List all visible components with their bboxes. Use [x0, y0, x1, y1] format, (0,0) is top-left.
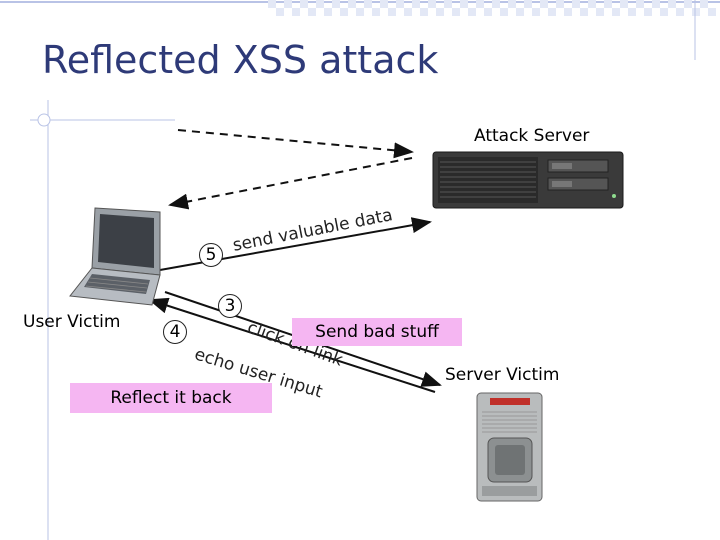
step-3-badge: 3	[218, 294, 242, 318]
attack-server-icon	[432, 151, 624, 209]
user-victim-label: User Victim	[23, 312, 121, 332]
send-bad-stuff-callout: Send bad stuff	[292, 318, 462, 346]
server-victim-label: Server Victim	[445, 365, 560, 385]
server-tower-icon	[476, 392, 543, 502]
step-5-badge: 5	[199, 243, 223, 267]
step-4-badge: 4	[163, 320, 187, 344]
rule-circle-icon	[37, 113, 51, 127]
page-title: Reflected XSS attack	[42, 38, 439, 82]
laptop-icon	[69, 207, 161, 306]
reflect-it-back-callout: Reflect it back	[70, 383, 272, 413]
dashed-arrow-to-attack-server	[177, 129, 414, 159]
checker-ornament	[268, 0, 716, 16]
arrow-echo-user-input	[148, 297, 436, 393]
attack-server-label: Attack Server	[474, 126, 590, 146]
